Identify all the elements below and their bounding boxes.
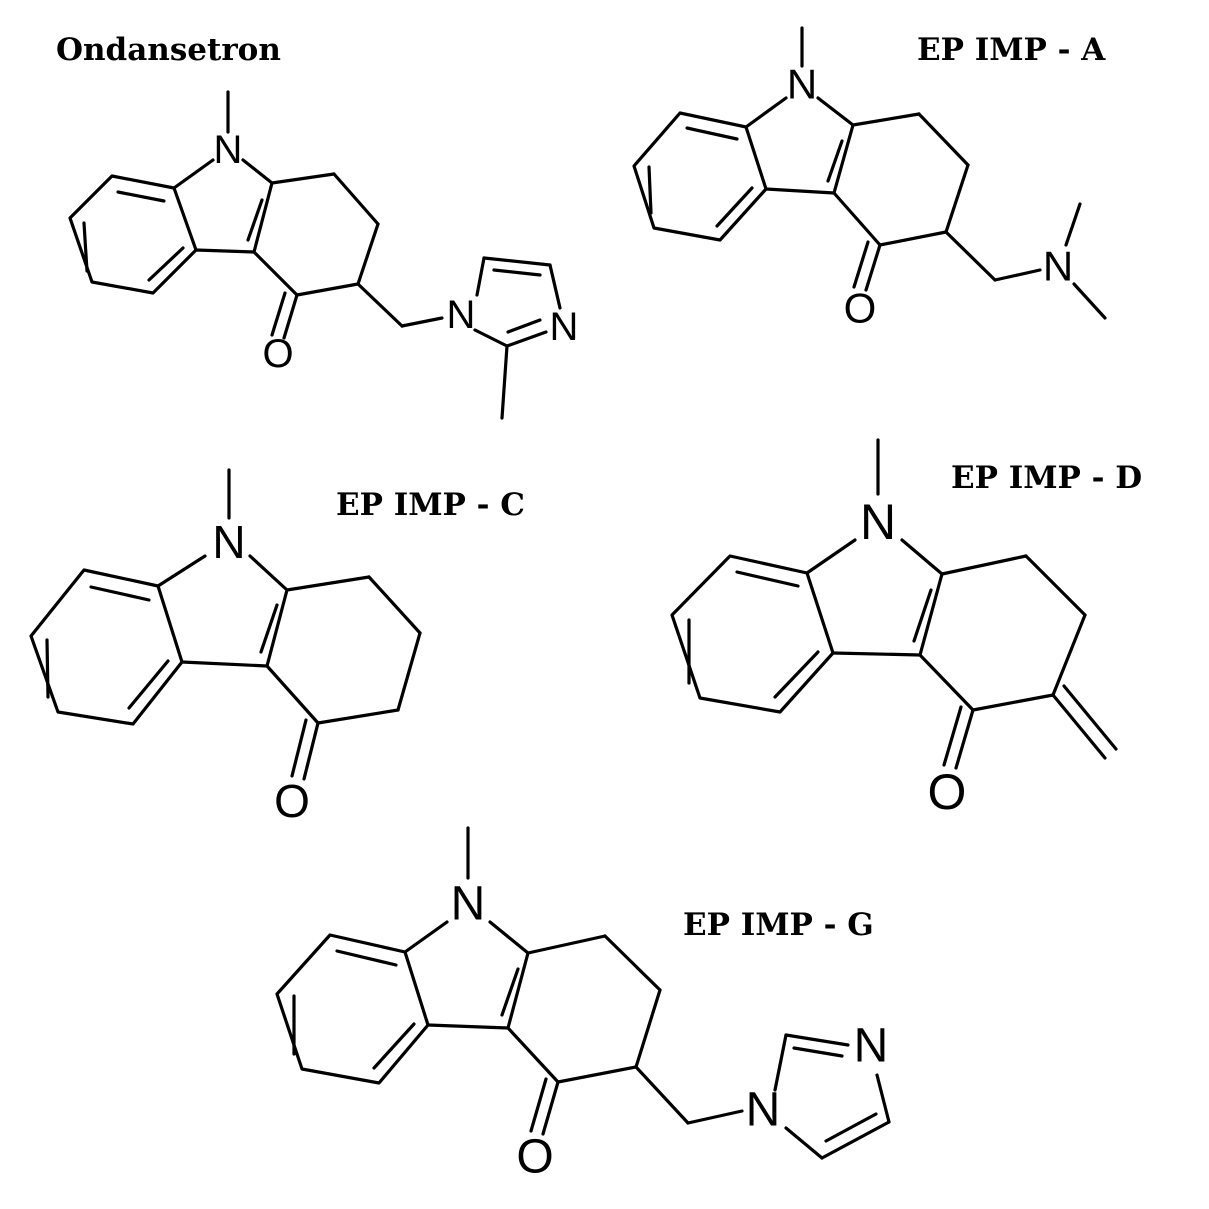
compound-title-imp-g: EP IMP - G: [683, 907, 874, 943]
atom-label: N: [854, 1020, 889, 1073]
atom-label: N: [1043, 243, 1073, 290]
atom-label: O: [262, 332, 293, 376]
atom-label: N: [860, 494, 896, 550]
atom-label: N: [212, 516, 245, 568]
atom-label: O: [274, 775, 310, 827]
compound-title-imp-c: EP IMP - C: [336, 487, 525, 523]
atom-label: N: [787, 61, 817, 108]
atom-label: N: [746, 1084, 781, 1137]
compound-title-imp-a: EP IMP - A: [917, 32, 1106, 68]
atom-label: N: [451, 878, 486, 931]
atom-label: N: [550, 305, 579, 349]
atom-label: O: [516, 1131, 553, 1184]
compound-title-ondansetron: Ondansetron: [56, 32, 281, 68]
compound-title-imp-d: EP IMP - D: [951, 460, 1143, 496]
atom-label: N: [214, 128, 243, 172]
atom-label: N: [447, 293, 476, 337]
atom-label: O: [928, 764, 967, 820]
atom-label: O: [844, 285, 877, 332]
